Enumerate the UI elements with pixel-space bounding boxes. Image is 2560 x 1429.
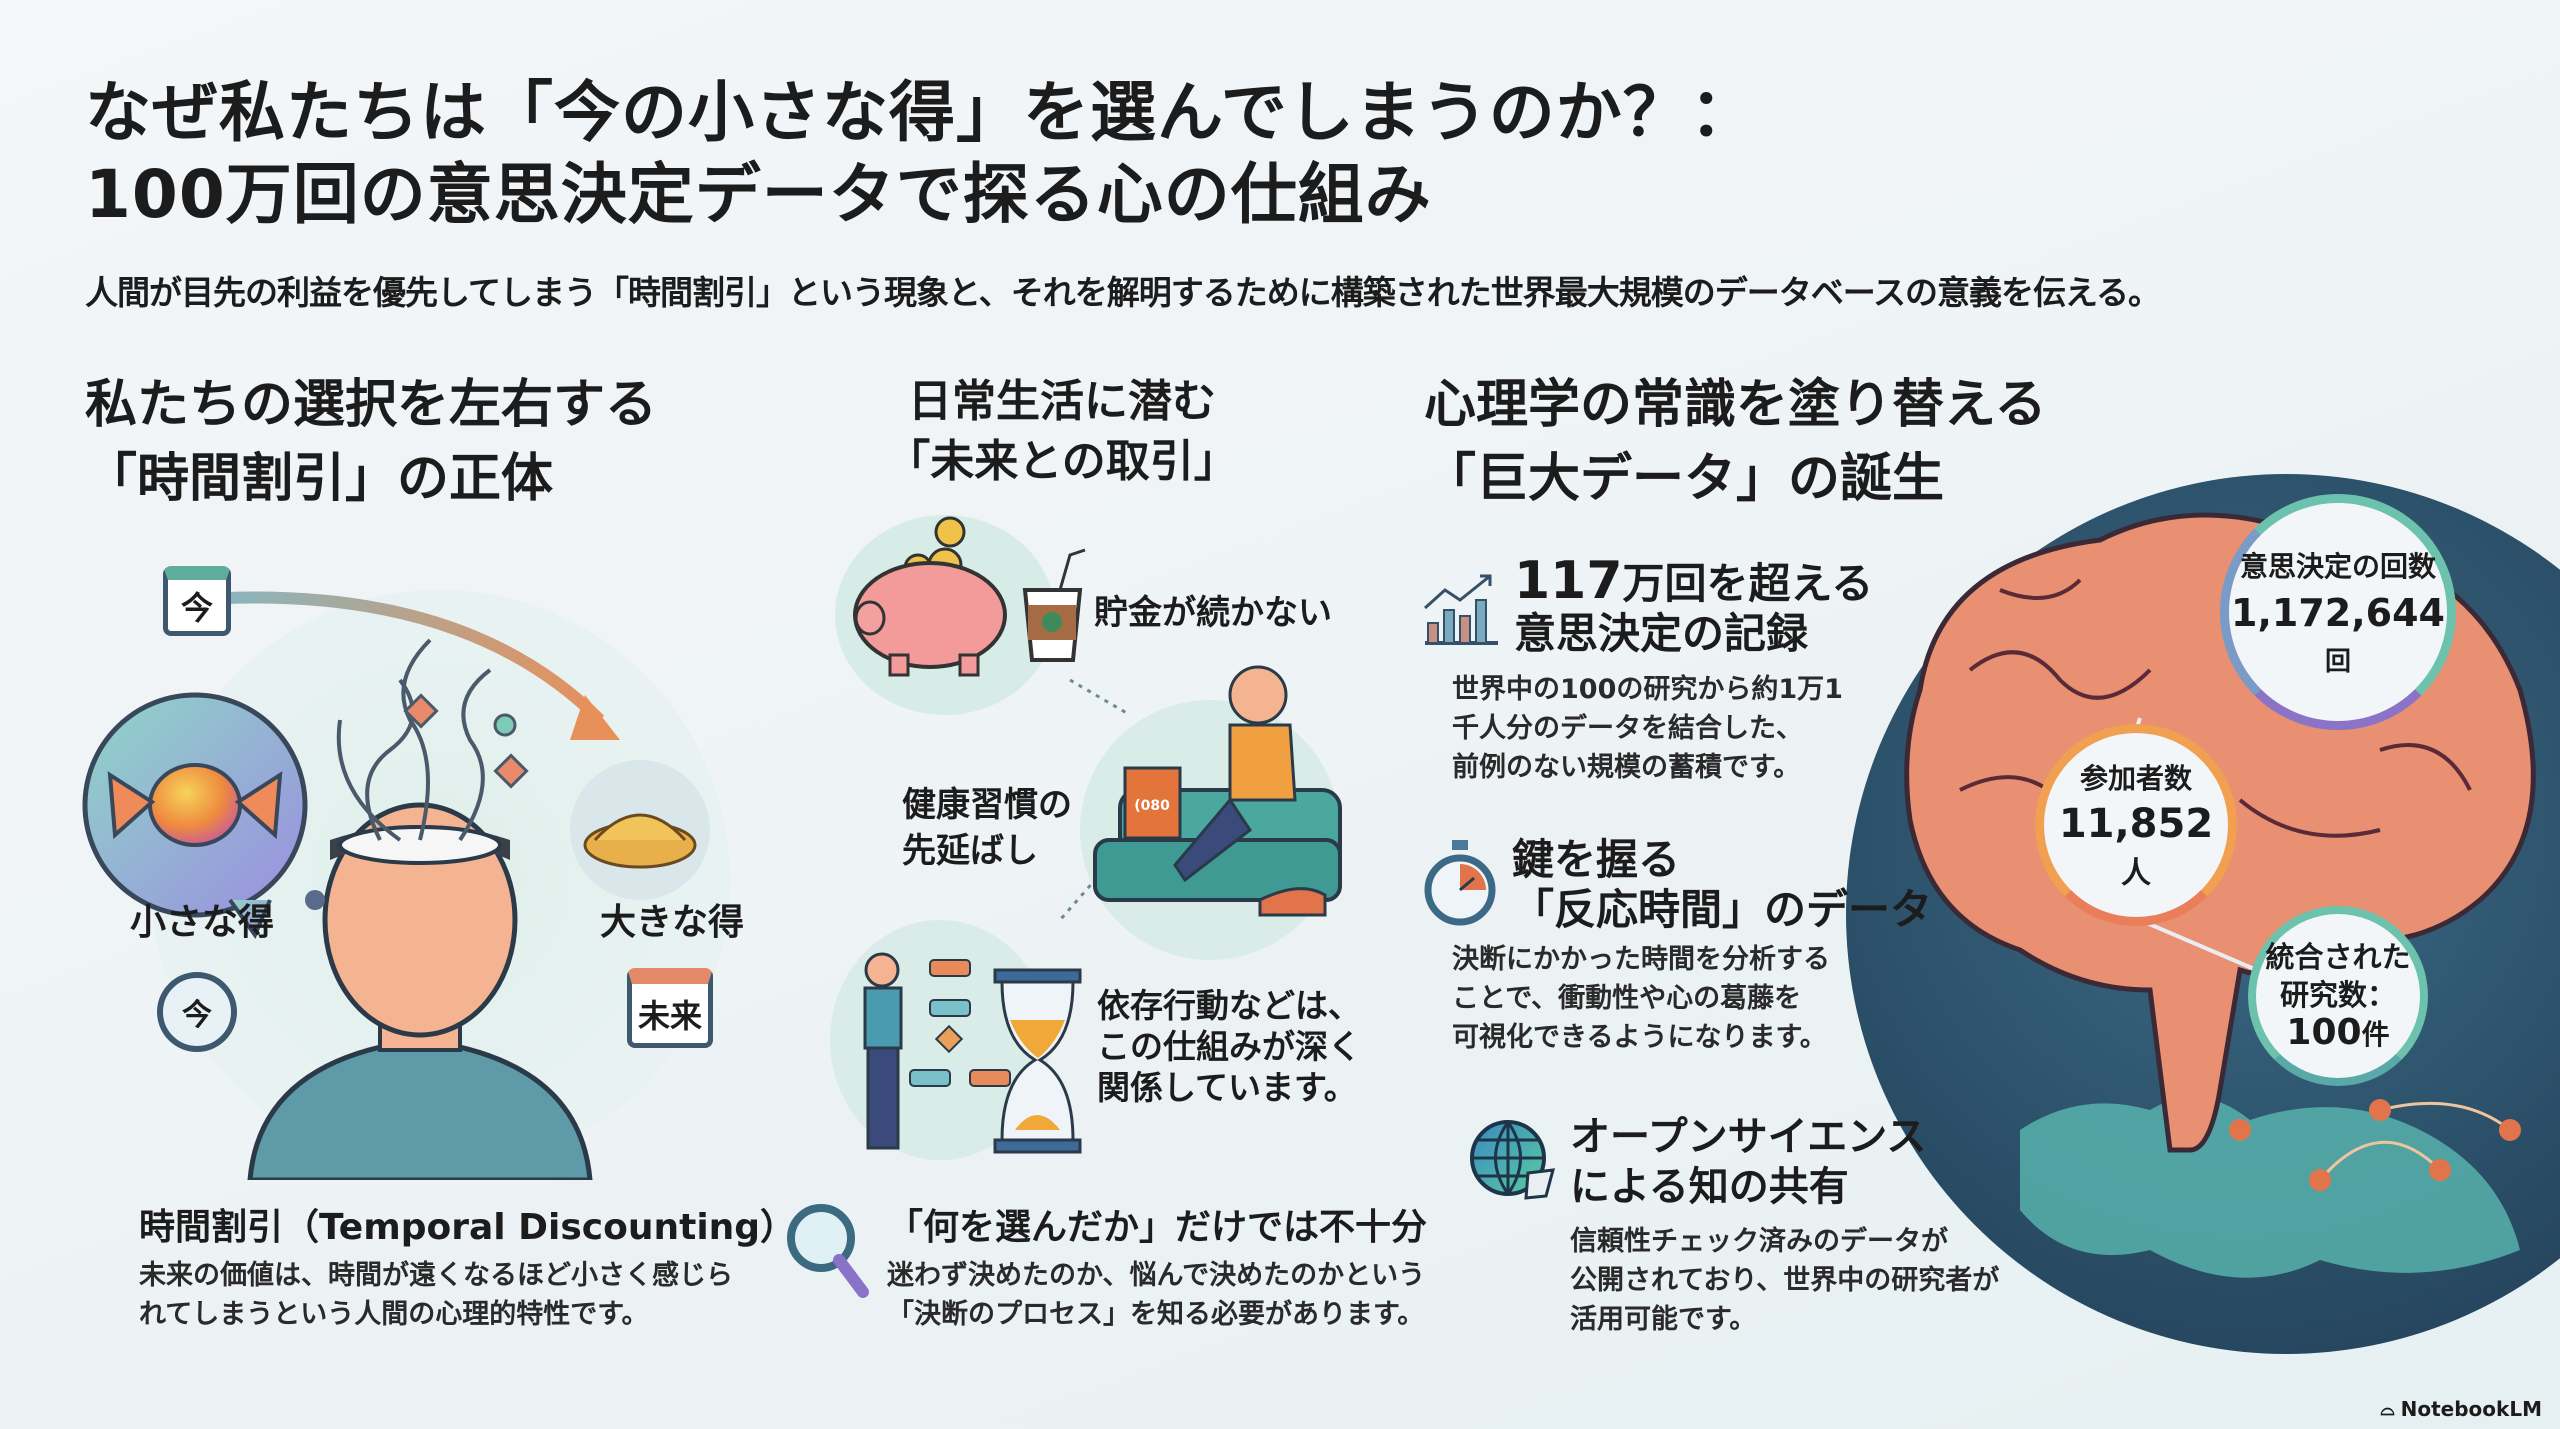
- globe-icon: [1470, 1120, 1556, 1200]
- right-heading-line-1: 心理学の常識を塗り替える: [1424, 375, 2047, 435]
- daily-life-illustrations: (080: [830, 515, 1342, 1160]
- open-science-body-line-2: 公開されており、世界中の研究者が: [1570, 1265, 2000, 1296]
- future-calendar-icon: 未来: [627, 968, 713, 1048]
- reaction-time-title-line-1: 鍵を握る: [1512, 835, 1681, 884]
- reaction-time-body-line-2: ことで、衝動性や心の葛藤を: [1452, 983, 1802, 1014]
- studies-stat-bubble: 統合された 研究数： 100件: [2248, 906, 2428, 1086]
- right-heading-line-2: 「巨大データ」の誕生: [1424, 449, 1945, 509]
- left-heading-line-2: 「時間割引」の正体: [85, 449, 554, 509]
- saving-label: 貯金が続かない: [1094, 593, 1332, 633]
- notebooklm-brand: ⌓ NotebookLM: [2380, 1397, 2542, 1421]
- record-description: 世界中の100の研究から約1万1 千人分のデータを結合した、 前例のない規模の蓄…: [1452, 670, 1843, 787]
- sneaker-icon: [1258, 887, 1327, 917]
- decisions-stat-bubble: 意思決定の回数 1,172,644 回: [2220, 494, 2456, 730]
- growth-chart-icon: [1423, 574, 1498, 645]
- decisions-stat-label: 意思決定の回数: [2239, 550, 2436, 583]
- record-body-line-3: 前例のない規模の蓄積です。: [1452, 752, 1801, 783]
- reaction-time-body-line-1: 決断にかかった時間を分析する: [1452, 944, 1830, 975]
- magnifier-icon: [787, 1204, 869, 1298]
- reaction-time-body-line-3: 可視化できるようになります。: [1452, 1022, 1827, 1053]
- addiction-line-3: 関係しています。: [1097, 1068, 1357, 1107]
- health-habit-line-2: 先延ばし: [902, 831, 1038, 871]
- big-gain-label: 大きな得: [600, 902, 745, 943]
- term-body-line-2: れてしまうという人間の心理的特性です。: [139, 1299, 649, 1330]
- decisions-stat-unit: 回: [2324, 647, 2351, 677]
- notebooklm-logo-icon: ⌓: [2380, 1398, 2395, 1420]
- term-description: 未来の価値は、時間が遠くなるほど小さく感じら れてしまうという人間の心理的特性で…: [139, 1256, 733, 1334]
- reaction-time-title: 鍵を握る 「反応時間」のデータ: [1512, 835, 1932, 935]
- today-calendar-icon: 今: [163, 566, 231, 636]
- process-body-line-2: 「決断のプロセス」を知る必要があります。: [887, 1299, 1425, 1330]
- term-body-line-1: 未来の価値は、時間が遠くなるほど小さく感じら: [139, 1260, 733, 1291]
- decisions-stat-value: 1,172,644: [2231, 591, 2445, 635]
- left-heading: 私たちの選択を左右する 「時間割引」の正体: [85, 368, 657, 516]
- chips-bag-label: (080: [1134, 798, 1170, 814]
- arrow-head-icon: [570, 695, 620, 740]
- record-title-rest: 万回を超える: [1622, 559, 1874, 608]
- participants-stat-value: 11,852: [2058, 801, 2214, 847]
- title-line-2: 100万回の意思決定データで探る心の仕組み: [85, 156, 1432, 233]
- process-body-line-1: 迷わず決めたのか、悩んで決めたのかという: [887, 1260, 1426, 1291]
- record-title-number: 117: [1514, 551, 1623, 611]
- process-title: 「何を選んだか」だけでは不十分: [887, 1207, 1428, 1248]
- reaction-time-title-line-2: 「反応時間」のデータ: [1512, 885, 1933, 934]
- middle-heading-line-2: 「未来との取引」: [886, 436, 1238, 487]
- health-habit-label: 健康習慣の 先延ばし: [902, 782, 1072, 874]
- studies-stat-label-2: 研究数：: [2279, 978, 2396, 1012]
- middle-heading: 日常生活に潜む 「未来との取引」: [862, 372, 1262, 492]
- person-on-sofa: [1228, 665, 1288, 725]
- open-science-title-line-1: オープンサイエンス: [1570, 1114, 1927, 1160]
- record-title: 117万回を超える 意思決定の記録: [1514, 555, 1874, 659]
- brand-label: NotebookLM: [2400, 1397, 2542, 1421]
- candy-icon: [148, 763, 242, 847]
- record-body-line-2: 千人分のデータを結合した、: [1452, 713, 1803, 744]
- open-science-body-line-3: 活用可能です。: [1570, 1304, 1757, 1335]
- page-subtitle: 人間が目先の利益を優先してしまう「時間割引」という現象と、それを解明するために構…: [85, 273, 2161, 312]
- page-title: なぜ私たちは「今の小さな得」を選んでしまうのか？： 100万回の意思決定データで…: [85, 72, 1757, 236]
- right-heading: 心理学の常識を塗り替える 「巨大データ」の誕生: [1424, 368, 2046, 516]
- open-science-body-line-1: 信頼性チェック済みのデータが: [1570, 1226, 1948, 1257]
- addiction-line-2: この仕組みが深く: [1097, 1027, 1361, 1066]
- chips-bag-icon: [1123, 766, 1182, 840]
- health-habit-line-1: 健康習慣の: [902, 785, 1072, 825]
- time-discounting-illustration: [82, 590, 730, 1180]
- addiction-line-1: 依存行動などは、: [1097, 986, 1361, 1025]
- person-head: [322, 802, 518, 1038]
- stopwatch-icon: [1424, 840, 1496, 926]
- participants-stat-bubble: 参加者数 11,852 人: [2035, 724, 2237, 926]
- open-science-title-line-2: による知の共有: [1570, 1164, 1849, 1210]
- addiction-label: 依存行動などは、 この仕組みが深く 関係しています。: [1097, 985, 1361, 1108]
- flowchart-icon: [929, 959, 971, 977]
- studies-stat-unit: 件: [2361, 1018, 2390, 1051]
- process-description: 迷わず決めたのか、悩んで決めたのかという 「決断のプロセス」を知る必要があります…: [887, 1256, 1425, 1334]
- middle-heading-line-1: 日常生活に潜む: [908, 376, 1216, 427]
- future-calendar-label: 未来: [637, 996, 702, 1035]
- today-calendar-label: 今: [180, 588, 213, 627]
- studies-stat-value: 100: [2286, 1012, 2362, 1053]
- title-line-1: なぜ私たちは「今の小さな得」を選んでしまうのか？：: [85, 74, 1757, 151]
- studies-stat-label-1: 統合された: [2265, 940, 2411, 974]
- small-gain-label: 小さな得: [130, 902, 275, 943]
- left-heading-line-1: 私たちの選択を左右する: [85, 375, 658, 435]
- reaction-time-description: 決断にかかった時間を分析する ことで、衝動性や心の葛藤を 可視化できるようになり…: [1452, 940, 1830, 1057]
- now-stopwatch-label: 今: [182, 998, 212, 1033]
- term-title: 時間割引（Temporal Discounting）: [139, 1207, 797, 1248]
- record-title-line-2: 意思決定の記録: [1514, 609, 1809, 658]
- participants-stat-unit: 人: [2121, 856, 2151, 891]
- open-science-title: オープンサイエンス による知の共有: [1570, 1112, 1926, 1212]
- participants-stat-label: 参加者数: [2079, 762, 2192, 795]
- record-body-line-1: 世界中の100の研究から約1万1: [1452, 674, 1843, 705]
- now-stopwatch-icon: 今: [157, 972, 237, 1052]
- open-science-description: 信頼性チェック済みのデータが 公開されており、世界中の研究者が 活用可能です。: [1570, 1222, 1999, 1339]
